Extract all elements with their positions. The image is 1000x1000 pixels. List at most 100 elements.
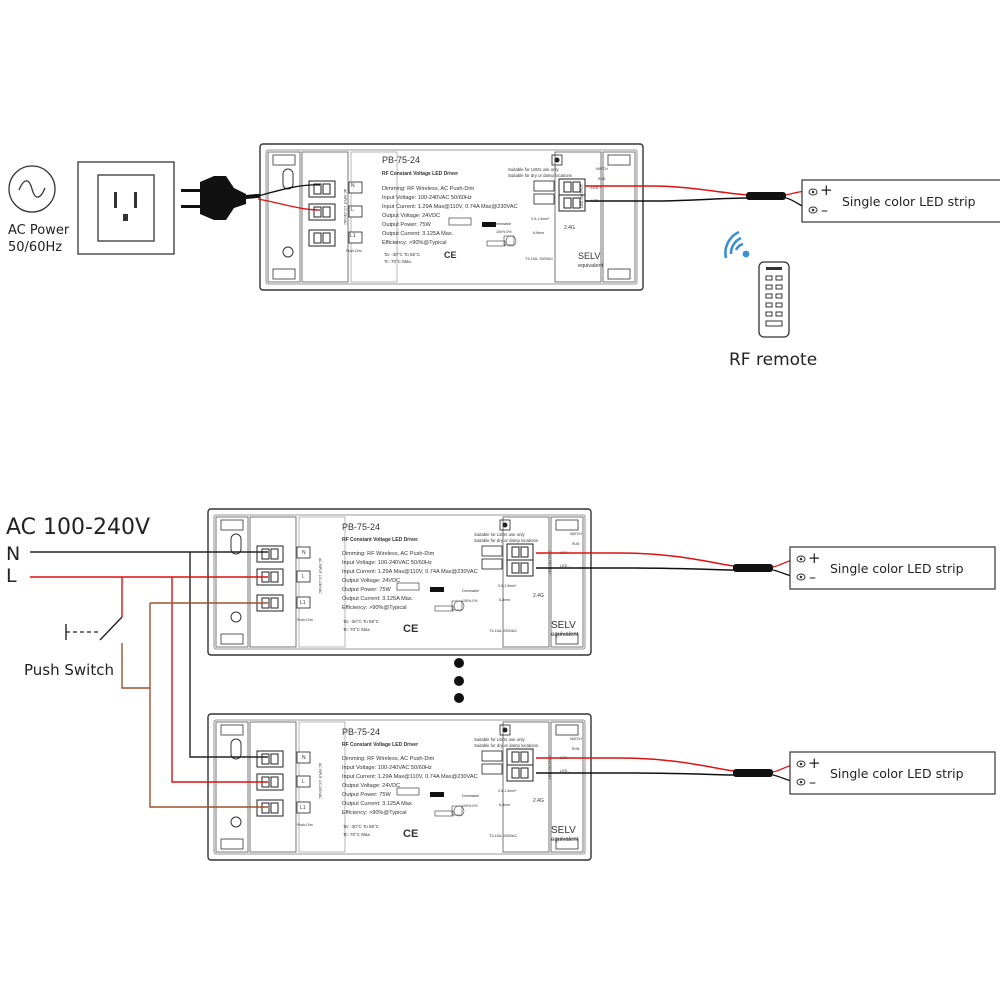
driver-1-freq: 2.4G (564, 225, 575, 231)
driver-1-led-output: LED OUTPUT (580, 183, 584, 208)
ac-power-label: AC Power (8, 223, 70, 238)
driver-1-ac-input: AC INPUT 100-240VAC (343, 189, 347, 225)
driver-3-led-minus: LED - (560, 769, 570, 773)
driver-2-spec-2: Input Voltage: 100-240VAC 50/60Hz (342, 560, 432, 566)
driver-3-push-dim: Push-Dim (297, 823, 313, 827)
driver-3-ac-input: AC INPUT 100-240VAC (318, 763, 322, 799)
driver-2-spec-6: Output Current: 3.125A Max. (342, 596, 414, 602)
driver-2-led-output: LED OUTPUT (548, 549, 552, 574)
driver-3-wire-gauge: 0.5-1.5mm² (498, 789, 517, 793)
push-dim-line (121, 602, 268, 808)
driver-2-run: RUN (572, 542, 580, 546)
led-strip-1: + – Single color LED strip (801, 179, 1000, 223)
driver-2-terminal-l: L (302, 574, 305, 580)
output-cable-sleeve-2 (733, 564, 773, 572)
driver-3-spec-3: Input Current: 1.29A Max@110V, 0.74A Max… (342, 774, 478, 780)
driver-3-ta: Ta: -30°C To 55°C (343, 824, 380, 829)
driver-3-match: MATCH (570, 737, 582, 741)
driver-2-subtitle: RF Constant Voltage LED Driver (342, 537, 418, 543)
output-cable-sleeve (746, 192, 786, 200)
output-cable-sleeve-3 (733, 769, 773, 777)
driver-3-spec-2: Input Voltage: 100-240VAC 50/60Hz (342, 765, 432, 771)
driver-3-ce-mark: CE (403, 828, 418, 840)
driver-2-spec-7: Efficiency: >90%@Typical (342, 605, 407, 611)
driver-3-spec-6: Output Current: 3.125A Max. (342, 801, 414, 807)
led-driver-1: PB-75-24 RF Constant Voltage LED Driver … (259, 143, 644, 291)
neutral-wire (257, 184, 321, 197)
strip-3-label: Single color LED strip (830, 766, 964, 781)
ac-source-icon (8, 165, 56, 213)
driver-3-selv: SELV (551, 825, 576, 836)
driver-1-dimmable: Dimmable (494, 222, 511, 226)
driver-2-terminal-l1: L1 (300, 600, 306, 606)
live-label: L (6, 565, 17, 587)
driver-1-fuse: T3.15A, 250VAC (525, 257, 553, 261)
driver-1-led-plus: LED + (591, 186, 602, 190)
continuation-dot (454, 676, 464, 686)
rf-remote-label: RF remote (729, 350, 817, 370)
driver-1-terminal-n: N (351, 183, 355, 189)
driver-1-ta: Ta: -30°C To 55°C (384, 252, 421, 257)
driver-2-fuse: T3.15A, 250VAC (489, 629, 517, 633)
driver-3-tc: Tc: 70°C Max. (343, 832, 371, 837)
driver-1-run: RUN (598, 177, 606, 181)
driver-2-ac-input: AC INPUT 100-240VAC (318, 558, 322, 594)
driver-3-suitable-2: Suitable for dry or damp locations (474, 743, 538, 748)
driver-1-ce-mark: CE (444, 250, 457, 260)
rf-remote-icon (758, 261, 790, 338)
driver-3-fuse: T3.15A, 250VAC (489, 834, 517, 838)
driver-2-spec-3: Input Current: 1.29A Max@110V, 0.74A Max… (342, 569, 478, 575)
driver-2-tc: Tc: 70°C Max. (343, 627, 371, 632)
led-driver-3: PB-75-24 RF Constant Voltage LED Driver … (207, 713, 592, 861)
driver-2-push-dim: Push-Dim (297, 618, 313, 622)
driver-2-suitable-2: Suitable for dry or damp locations (474, 538, 538, 543)
driver-1-spec-1: Dimming: RF Wireless, AC Push-Dim (382, 186, 475, 192)
strip-2-label: Single color LED strip (830, 561, 964, 576)
led-driver-2: PB-75-24 RF Constant Voltage LED Driver … (207, 508, 592, 656)
strip-2-plus-label: + (808, 549, 821, 567)
driver-3-subtitle: RF Constant Voltage LED Driver (342, 742, 418, 748)
driver-1-spec-6: Output Current: 3.125A Max. (382, 231, 454, 237)
strip-1-plus-label: + (820, 181, 833, 199)
strip-2-minus-label: – (809, 570, 816, 586)
driver-2-ce-mark: CE (403, 623, 418, 635)
driver-1-terminal-l: L (351, 207, 354, 213)
driver-2-led-minus: LED - (560, 564, 570, 568)
driver-3-dimmable: Dimmable (462, 794, 479, 798)
driver-2-model: PB-75-24 (342, 522, 380, 532)
driver-3-strip-length: 6-8mm (499, 803, 510, 807)
ac-voltage-label: AC 100-240V (6, 515, 150, 540)
ac-frequency-label: 50/60Hz (8, 240, 62, 255)
driver-1-spec-2: Input Voltage: 100-240VAC 50/60Hz (382, 195, 472, 201)
driver-3-freq: 2.4G (533, 798, 544, 804)
driver-1-match: MATCH (596, 167, 608, 171)
driver-2-spec-1: Dimming: RF Wireless, AC Push-Dim (342, 551, 435, 557)
driver-1-dim-range: 100%-0% (496, 230, 512, 234)
continuation-dot (454, 693, 464, 703)
driver-1-equivalent: equivalent (578, 263, 604, 269)
driver-3-run: RUN (572, 747, 580, 751)
driver-2-strip-length: 6-8mm (499, 598, 510, 602)
continuation-dot (454, 658, 464, 668)
live-wire (257, 198, 321, 211)
power-plug-icon (181, 176, 269, 220)
driver-3-spec-1: Dimming: RF Wireless, AC Push-Dim (342, 756, 435, 762)
live-line (30, 576, 268, 783)
driver-2-spec-5: Output Power: 75W (342, 587, 392, 593)
neutral-line (30, 551, 268, 758)
neutral-label: N (6, 543, 20, 565)
driver-1-suitable-2: Suitable for dry or damp locations (508, 173, 572, 178)
driver-3-spec-7: Efficiency: >90%@Typical (342, 810, 407, 816)
driver-2-ta: Ta: -30°C To 55°C (343, 619, 380, 624)
driver-1-model: PB-75-24 (382, 155, 420, 165)
diagram-1: AC Power 50/60Hz PB-75-24 RF Constant Vo… (8, 143, 1000, 370)
driver-1-subtitle: RF Constant Voltage LED Driver (382, 171, 458, 177)
push-switch-label: Push Switch (24, 661, 114, 679)
driver-2-suitable-1: Suitable for LEDs use only (474, 532, 525, 537)
driver-3-spec-5: Output Power: 75W (342, 792, 392, 798)
driver-3-equivalent: equivalent (551, 837, 579, 843)
driver-2-match: MATCH (570, 532, 582, 536)
output-negative-wire (585, 197, 749, 202)
driver-1-selv: SELV (578, 251, 600, 261)
driver-3-spec-4: Output Voltage: 24VDC (342, 783, 400, 789)
